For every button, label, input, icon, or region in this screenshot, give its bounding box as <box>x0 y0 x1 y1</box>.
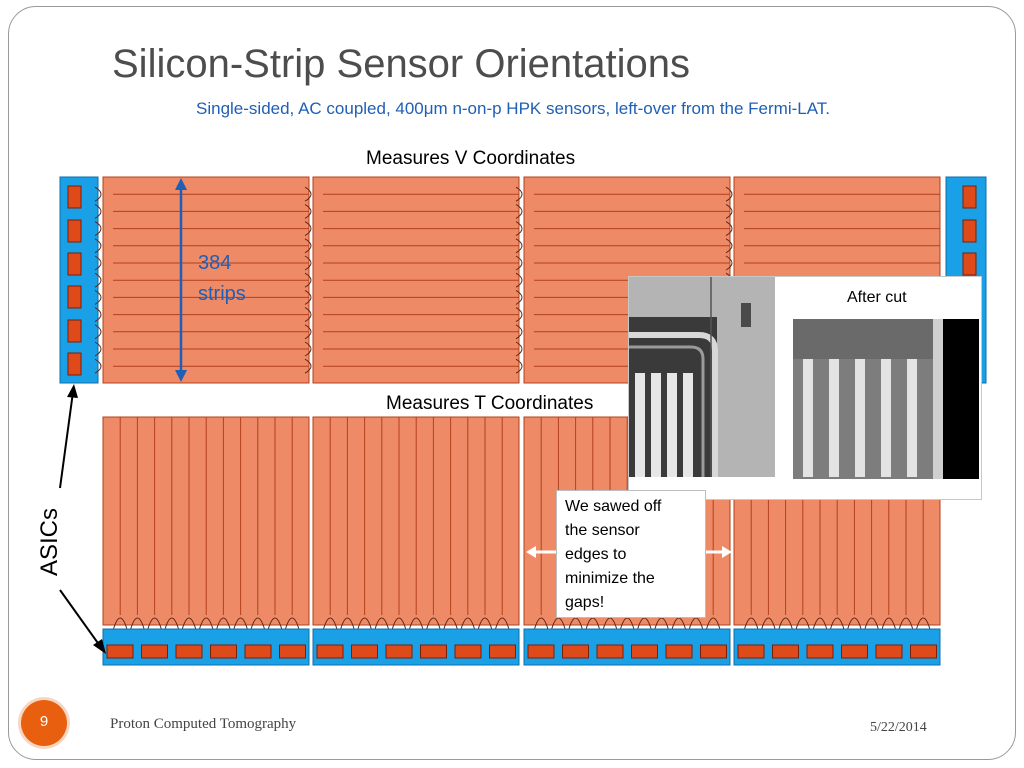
bottom-sensor <box>102 416 310 631</box>
asic-board-bottom <box>523 628 731 666</box>
strips-count: 384 <box>198 252 232 274</box>
bottom-sensor-label: Measures T Coordinates <box>386 393 594 414</box>
photo-before-cut-image <box>629 277 775 477</box>
slide-number-badge: 9 <box>21 700 67 746</box>
after-cut-photo: After cut <box>628 276 982 500</box>
asics-pointer-arrows <box>59 384 106 654</box>
top-sensor <box>304 176 520 384</box>
note-line: We sawed off <box>565 498 662 515</box>
strips-word: strips <box>198 283 246 305</box>
asics-label: ASICs <box>36 507 63 576</box>
sawed-off-note: We sawed off the sensor edges to minimiz… <box>556 490 706 618</box>
slide-subtitle: Single-sided, AC coupled, 400μm n-on-p H… <box>196 99 831 118</box>
note-line: minimize the <box>565 570 655 587</box>
strips-height-arrow <box>175 178 187 382</box>
photo-after-cut-image <box>793 319 979 479</box>
footer-date: 5/22/2014 <box>870 720 927 735</box>
note-line: gaps! <box>565 594 605 611</box>
slide-frame <box>8 6 1016 760</box>
asic-board-top-left <box>59 176 99 384</box>
bottom-sensor <box>312 416 520 631</box>
gap-arrows <box>526 546 732 558</box>
top-sensor <box>94 176 310 384</box>
asic-board-bottom <box>733 628 941 666</box>
note-line: edges to <box>565 546 627 563</box>
asic-board-bottom <box>312 628 520 666</box>
after-cut-caption: After cut <box>847 289 907 306</box>
asic-board-bottom-row <box>102 628 941 666</box>
strips-count-label: 384 strips <box>198 248 246 310</box>
asic-board-bottom <box>102 628 310 666</box>
slide-title: Silicon-Strip Sensor Orientations <box>112 42 691 86</box>
top-sensor-label: Measures V Coordinates <box>366 148 576 169</box>
slide-number: 9 <box>39 713 49 730</box>
footer-title: Proton Computed Tomography <box>110 716 297 732</box>
note-line: the sensor <box>565 522 640 539</box>
